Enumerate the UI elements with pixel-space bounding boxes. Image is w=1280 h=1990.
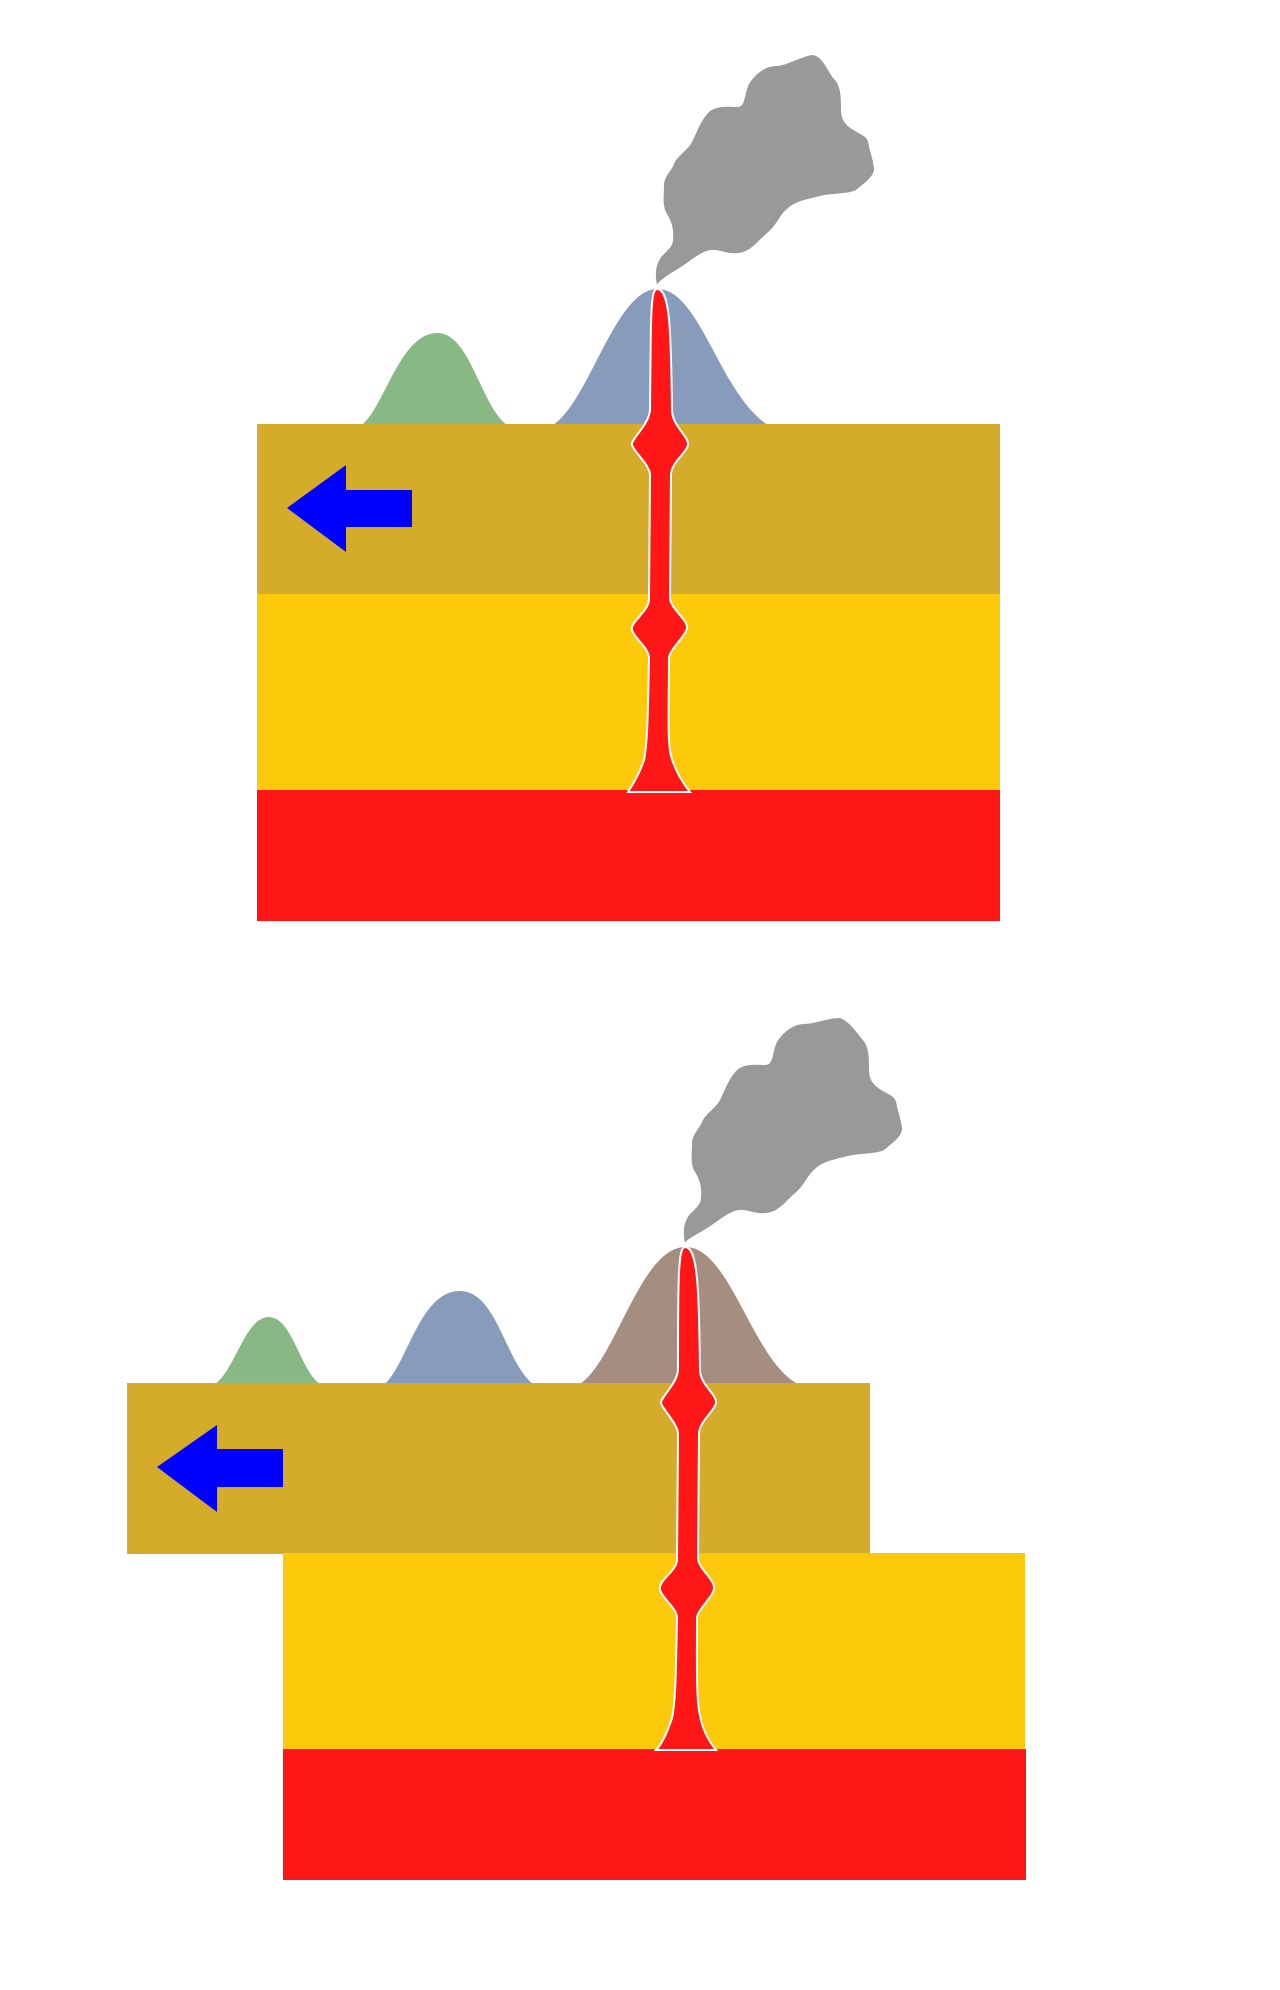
arrow-left-icon <box>287 465 412 552</box>
panel-earlier <box>257 55 1000 921</box>
mantle-layer <box>283 1553 1025 1749</box>
magma-conduit <box>653 1245 719 1751</box>
smoke-plume-icon <box>655 55 875 285</box>
panel-later <box>127 1018 1026 1880</box>
hotspot-layer <box>283 1749 1026 1880</box>
volcano-older <box>385 1290 533 1384</box>
hotspot-layer <box>257 790 1000 921</box>
arrow-left-icon <box>157 1425 283 1512</box>
mantle-layer <box>257 594 1000 790</box>
smoke-plume-icon <box>683 1018 903 1243</box>
volcano-oldest <box>215 1316 320 1384</box>
volcano-oldest <box>362 332 507 425</box>
magma-conduit <box>626 287 693 793</box>
